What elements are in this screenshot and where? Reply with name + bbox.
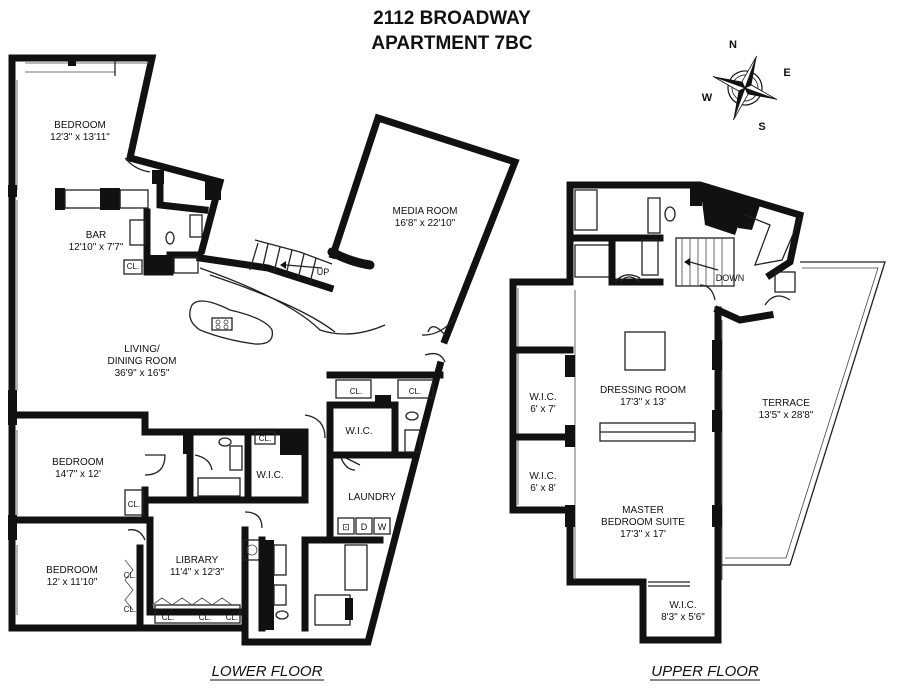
wic-b-name: W.I.C.	[529, 471, 556, 482]
upper-staircase	[675, 237, 735, 287]
wic-c-name: W.I.C.	[669, 600, 696, 611]
compass-north: N	[729, 39, 737, 51]
terrace-name: TERRACE	[762, 398, 810, 409]
upper-floor-label: UPPER FLOOR	[651, 663, 759, 680]
hall-closet-1: CL.	[350, 387, 362, 396]
master-name-1: MASTER	[622, 505, 664, 516]
wic-c-dim: 8'3" x 5'6"	[661, 612, 705, 623]
bedroom3-closet-1: CL.	[124, 571, 136, 580]
library-dim: 11'4" x 12'3"	[170, 567, 225, 578]
lower-floor-label: LOWER FLOOR	[212, 663, 323, 680]
media-room-dim: 16'8" x 22'10"	[395, 218, 456, 229]
compass-west: W	[702, 92, 713, 104]
bar-name: BAR	[86, 230, 107, 241]
laundry-name: LAUNDRY	[348, 492, 396, 503]
terrace-outline	[722, 261, 886, 566]
down-label: DOWN	[716, 273, 745, 283]
bedroom2-closet-label: CL.	[128, 500, 140, 509]
lower-staircase	[196, 239, 386, 335]
west-windows	[8, 80, 18, 615]
title-line-1: 2112 BROADWAY	[373, 8, 531, 29]
library-closet-3: CL.	[226, 613, 238, 622]
bar-closet-label: CL.	[127, 262, 139, 271]
bedroom3-name: BEDROOM	[46, 565, 98, 576]
compass-icon	[712, 55, 778, 121]
lower-floor-plan: UP CL. CL.	[8, 54, 520, 646]
hall-closet-2: CL.	[409, 387, 421, 396]
master-dim: 17'3" x 17'	[620, 529, 666, 540]
terrace-dim: 13'5" x 28'8"	[759, 410, 814, 421]
living-dim: 36'9" x 16'5"	[115, 368, 170, 379]
wic2-name: W.I.C.	[345, 426, 372, 437]
dressing-room-name: DRESSING ROOM	[600, 385, 686, 396]
washer-label: W	[378, 522, 387, 532]
living-name-1: LIVING/	[124, 344, 160, 355]
dressing-room-dim: 17'3" x 13'	[620, 397, 666, 408]
living-name-2: DINING ROOM	[108, 356, 177, 367]
title-line-2: APARTMENT 7BC	[371, 33, 532, 54]
wic-a-name: W.I.C.	[529, 392, 556, 403]
library-closet-2: CL.	[199, 613, 211, 622]
bedroom2-name: BEDROOM	[52, 457, 104, 468]
up-label: UP	[317, 267, 330, 277]
bedroom1-dim: 12'3" x 13'11"	[50, 132, 110, 143]
master-name-2: BEDROOM SUITE	[601, 517, 685, 528]
library-closet-1: CL.	[162, 613, 174, 622]
media-room-name: MEDIA ROOM	[392, 206, 457, 217]
bar-dim: 12'10" x 7'7"	[69, 242, 124, 253]
upper-floor-plan: DOWN DRESSING ROOM 17'3" x 13' MASTER BE…	[509, 181, 886, 644]
dryer-label: D	[361, 522, 368, 532]
bedroom3-dim: 12' x 11'10"	[47, 577, 98, 588]
laundry-sink: ⊡	[342, 522, 350, 532]
wic1-name: W.I.C.	[256, 470, 283, 481]
wic-b-dim: 6' x 8'	[530, 483, 556, 494]
bedroom1-name: BEDROOM	[54, 120, 106, 131]
wic1-closet-label: CL.	[259, 434, 271, 443]
library-name: LIBRARY	[176, 555, 219, 566]
bedroom3-closet-2: CL.	[124, 605, 136, 614]
compass-east: E	[783, 67, 790, 79]
compass-south: S	[758, 121, 765, 133]
bedroom2-dim: 14'7" x 12'	[55, 469, 101, 480]
kitchen-island	[189, 300, 274, 345]
wic-a-dim: 6' x 7'	[530, 404, 556, 415]
